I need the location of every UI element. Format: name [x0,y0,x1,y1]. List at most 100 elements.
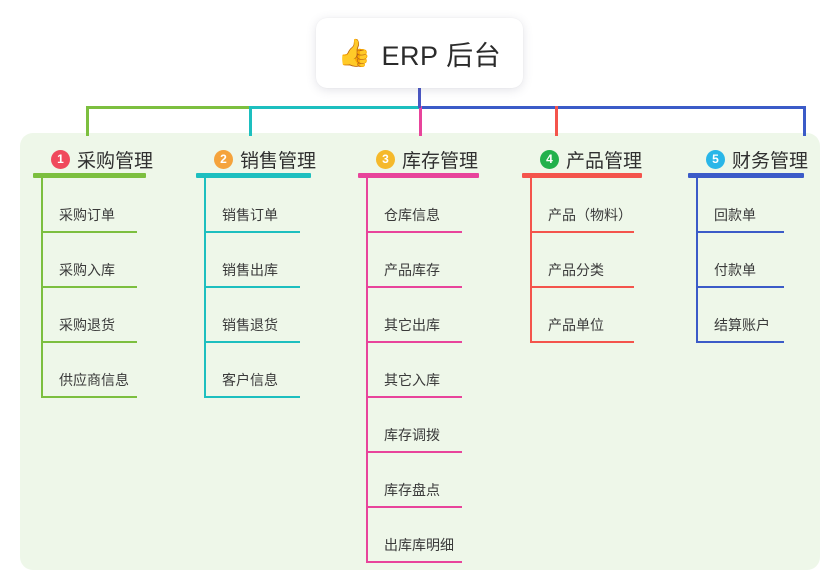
root-node-erp-backend[interactable]: 👍 ERP 后台 [316,18,523,88]
branch-item-结算账户[interactable]: 结算账户 [688,288,806,343]
branch-title-label: 产品管理 [566,150,643,172]
branch-item-rule [366,451,462,453]
branch-item-label: 产品（物料） [548,207,632,223]
branch-item-出库库明细[interactable]: 出库库明细 [358,508,484,563]
branch-item-rule [530,231,634,233]
branch-header-库存管理[interactable]: 3 库存管理 [358,140,539,178]
branch-spine-产品管理 [530,175,532,343]
root-node-content: 👍 ERP 后台 [338,34,501,73]
branch-item-采购退货[interactable]: 采购退货 [33,288,159,343]
branch-item-rule [366,506,462,508]
branch-item-label: 销售订单 [222,207,278,223]
branch-item-rule [696,286,784,288]
branch-item-rule [204,396,300,398]
branch-column-库存管理: 3 库存管理 [358,140,539,178]
branch-item-供应商信息[interactable]: 供应商信息 [33,343,159,398]
branch-item-rule [366,231,462,233]
branch-badge-1: 1 [51,149,70,169]
branch-header-rule [358,173,479,178]
branch-title-label: 采购管理 [77,150,154,172]
branch-item-产品（物料）[interactable]: 产品（物料） [522,178,656,233]
branch-header-采购管理[interactable]: 1 采购管理 [33,140,206,178]
branch-header-销售管理[interactable]: 2 销售管理 [196,140,371,178]
branch-item-库存盘点[interactable]: 库存盘点 [358,453,484,508]
branch-column-产品管理: 4 产品管理 [522,140,702,178]
branch-header-财务管理[interactable]: 5 财务管理 [688,140,839,178]
branch-item-产品分类[interactable]: 产品分类 [522,233,656,288]
branch-item-label: 仓库信息 [384,207,440,223]
branch-title-label: 财务管理 [732,150,809,172]
branch-item-label: 库存调拨 [384,427,440,443]
branch-header-rule [196,173,311,178]
connector-drop-5 [803,106,806,136]
branch-item-仓库信息[interactable]: 仓库信息 [358,178,484,233]
branch-column-采购管理: 1 采购管理 [33,140,206,178]
branch-item-label: 产品库存 [384,262,440,278]
branch-spine-库存管理 [366,175,368,563]
thumbs-up-icon: 👍 [337,37,372,69]
branch-badge-4: 4 [540,149,559,169]
branch-item-label: 销售退货 [222,317,278,333]
branch-title-label: 销售管理 [240,150,317,172]
branch-item-产品单位[interactable]: 产品单位 [522,288,656,343]
branch-item-库存调拨[interactable]: 库存调拨 [358,398,484,453]
branch-item-rule [41,341,137,343]
branch-item-label: 其它出库 [384,317,440,333]
branch-item-label: 回款单 [714,207,756,223]
branch-badge-2: 2 [214,149,233,169]
branch-item-销售退货[interactable]: 销售退货 [196,288,322,343]
branch-item-label: 采购订单 [59,207,115,223]
branch-item-销售出库[interactable]: 销售出库 [196,233,322,288]
branch-item-rule [204,286,300,288]
branch-item-label: 库存盘点 [384,482,440,498]
connector-bus-segment-3 [419,106,806,109]
branch-item-rule [530,286,634,288]
connector-drop-4 [555,106,558,136]
branch-item-采购订单[interactable]: 采购订单 [33,178,159,233]
branch-item-客户信息[interactable]: 客户信息 [196,343,322,398]
root-node-title: ERP 后台 [381,40,502,71]
branch-item-rule [366,561,462,563]
branch-item-付款单[interactable]: 付款单 [688,233,806,288]
branch-header-rule [33,173,146,178]
branch-item-label: 采购入库 [59,262,115,278]
branch-item-回款单[interactable]: 回款单 [688,178,806,233]
branch-item-rule [41,396,137,398]
branch-item-rule [530,341,634,343]
branch-badge-3: 3 [376,149,395,169]
branch-spine-财务管理 [696,175,698,343]
branch-item-label: 客户信息 [222,372,278,388]
branch-item-label: 付款单 [714,262,756,278]
branch-item-产品库存[interactable]: 产品库存 [358,233,484,288]
branch-item-销售订单[interactable]: 销售订单 [196,178,322,233]
connector-drop-2 [249,106,252,136]
branch-item-label: 供应商信息 [59,372,129,388]
branch-item-rule [41,286,137,288]
connector-drop-1 [86,106,89,136]
branch-item-label: 产品分类 [548,262,604,278]
branch-item-采购入库[interactable]: 采购入库 [33,233,159,288]
branch-item-其它入库[interactable]: 其它入库 [358,343,484,398]
branch-column-财务管理: 5 财务管理 [688,140,839,178]
branch-item-rule [366,396,462,398]
branch-item-label: 产品单位 [548,317,604,333]
branch-column-销售管理: 2 销售管理 [196,140,371,178]
branch-item-rule [366,341,462,343]
branch-header-rule [522,173,642,178]
branch-item-rule [696,341,784,343]
branch-title-label: 库存管理 [402,150,479,172]
branch-item-label: 采购退货 [59,317,115,333]
branch-item-label: 销售出库 [222,262,278,278]
connector-bus-segment-1 [86,106,252,109]
branch-item-rule [696,231,784,233]
branch-badge-5: 5 [706,149,725,169]
branch-item-label: 出库库明细 [384,537,454,553]
connector-bus-segment-2 [249,106,422,109]
branch-item-label: 其它入库 [384,372,440,388]
branch-header-产品管理[interactable]: 4 产品管理 [522,140,702,178]
branch-item-rule [41,231,137,233]
branch-item-rule [204,341,300,343]
branch-item-其它出库[interactable]: 其它出库 [358,288,484,343]
diagram-panel [20,133,820,570]
branch-header-rule [688,173,804,178]
